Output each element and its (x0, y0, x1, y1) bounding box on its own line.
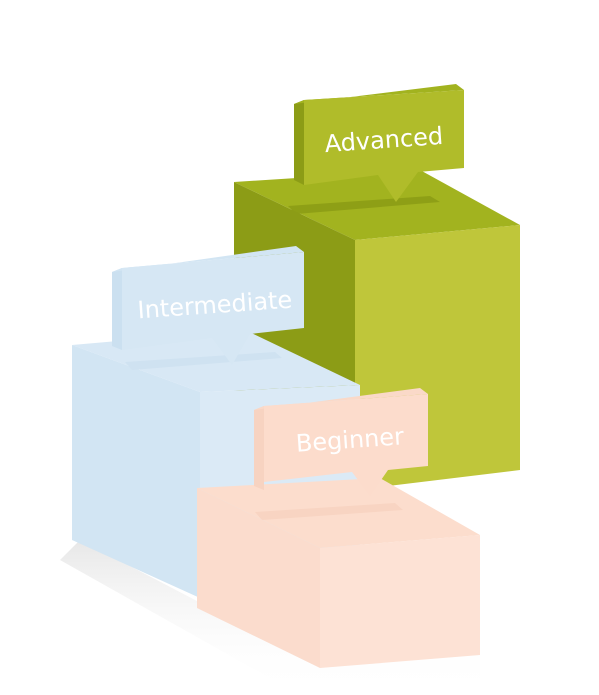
intermediate-box-lid-seam (125, 352, 282, 370)
beginner-sign: Beginner (254, 388, 428, 496)
beginner-box (197, 478, 480, 668)
intermediate-sign-top (112, 246, 304, 272)
beginner-box-lid-seam (255, 503, 403, 520)
intermediate-sign: Intermediate (112, 246, 304, 365)
advanced-sign-panel (304, 90, 464, 202)
floor-shadow (60, 540, 480, 695)
beginner-box-front (320, 535, 480, 668)
beginner-sign-panel (264, 394, 428, 496)
intermediate-sign-side (112, 268, 122, 350)
intermediate-box-side (72, 345, 200, 598)
beginner-box-side (197, 488, 320, 668)
advanced-sign-side (294, 100, 304, 185)
advanced-sign: Advanced (294, 84, 464, 202)
beginner-sign-side (254, 406, 264, 490)
advanced-box-lid-seam (288, 196, 440, 214)
intermediate-sign-panel (122, 252, 304, 365)
beginner-sign-top (254, 388, 428, 410)
advanced-sign-top (294, 84, 464, 104)
